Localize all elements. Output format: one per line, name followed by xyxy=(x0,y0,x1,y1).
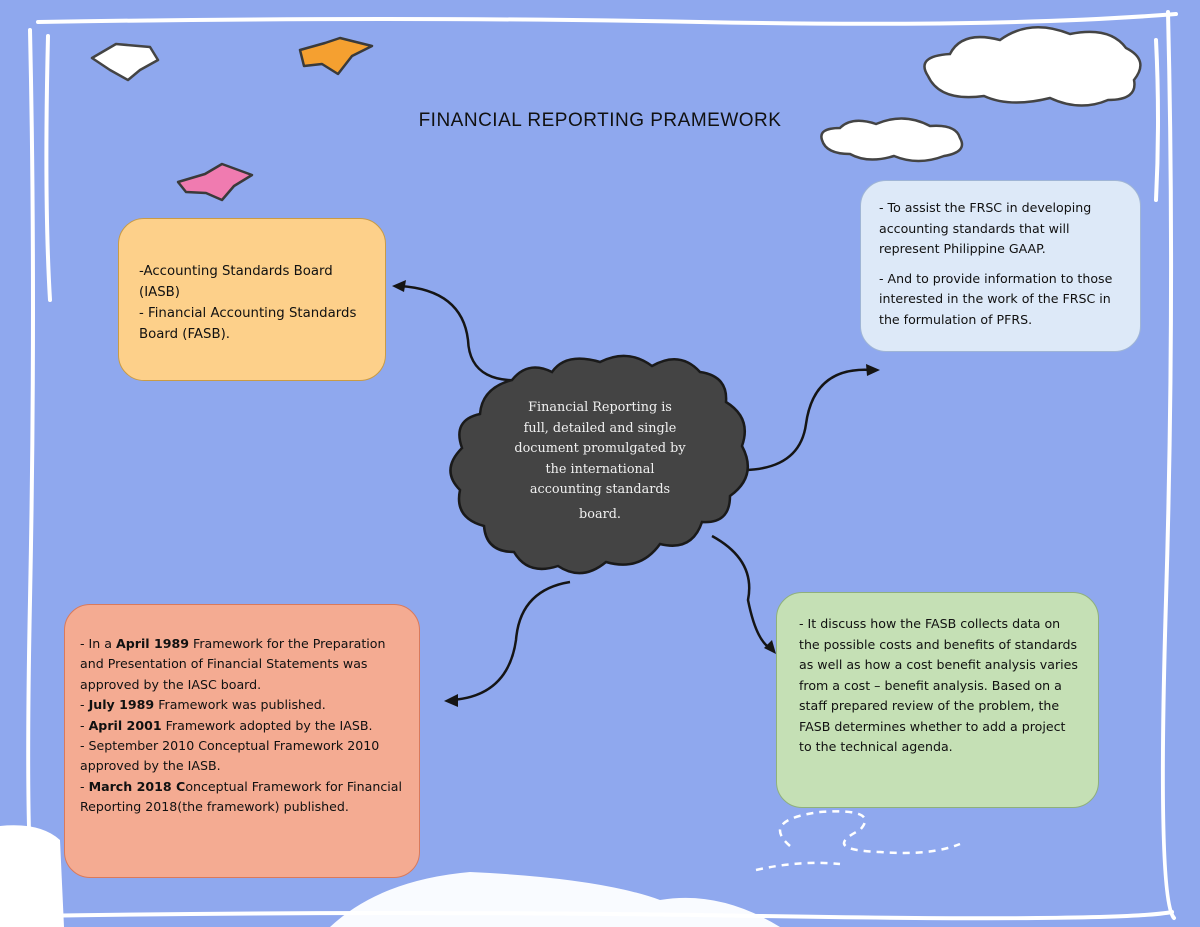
purpose-paragraph: - And to provide information to those in… xyxy=(879,270,1113,327)
history-date: March 2018 C xyxy=(88,778,186,794)
center-line: the international xyxy=(545,461,655,477)
pink-star-icon xyxy=(176,162,254,202)
center-line: document promulgated by xyxy=(514,441,686,456)
sky-cloud-small xyxy=(820,117,964,163)
ground-cloud xyxy=(0,825,64,927)
white-star-icon xyxy=(90,42,160,82)
fasb-process-box: - It discuss how the FASB collects data … xyxy=(776,592,1099,808)
history-text: Framework for the Preparation and Presen… xyxy=(80,636,386,692)
history-date: April 2001 xyxy=(88,717,162,733)
page-title: FINANCIAL REPORTING PRAMEWORK xyxy=(418,110,782,131)
purpose-paragraph: - To assist the FRSC in developing accou… xyxy=(879,200,1092,256)
arrow-to-bottom-left xyxy=(451,580,571,702)
iasb-text: -Accounting Standards Board (IASB) xyxy=(139,264,333,300)
arrow-to-bottom-right xyxy=(711,534,771,650)
fasb-text: - Financial Accounting Standards Board (… xyxy=(139,306,357,342)
history-item: - In a April 1989 Framework for the Prep… xyxy=(80,634,405,695)
history-item: - April 2001 Framework adopted by the IA… xyxy=(80,716,405,736)
arrowheads xyxy=(392,280,880,707)
orange-star-icon xyxy=(298,36,374,76)
standards-boards-box: -Accounting Standards Board (IASB) - Fin… xyxy=(118,218,386,381)
history-text: onceptual Framework for Financial Report… xyxy=(80,778,402,815)
history-item: - July 1989 Framework was published. xyxy=(80,695,405,715)
history-text: - In a xyxy=(80,636,116,651)
history-text: - xyxy=(80,778,89,794)
frsc-purpose-box: - To assist the FRSC in developing accou… xyxy=(860,180,1141,352)
sky-cloud-large xyxy=(923,26,1142,107)
center-cloud-text: Financial Reporting is full, detailed an… xyxy=(500,398,700,525)
history-text: - September 2010 Conceptual Framework 20… xyxy=(80,738,380,774)
history-item: - September 2010 Conceptual Framework 20… xyxy=(80,736,405,777)
arrow-to-top-left xyxy=(399,284,541,382)
arrow-to-top-right xyxy=(745,368,873,472)
history-text: Framework adopted by the IASB. xyxy=(161,717,373,733)
center-line: board. xyxy=(579,506,621,522)
history-date: July 1989 xyxy=(88,697,155,713)
history-date: April 1989 xyxy=(115,636,190,651)
history-text: - xyxy=(80,717,89,733)
history-item: - March 2018 Conceptual Framework for Fi… xyxy=(80,777,405,818)
ground-cloud-band xyxy=(330,872,780,927)
history-text: - xyxy=(80,697,89,713)
center-line: full, detailed and single xyxy=(523,420,677,436)
history-text: Framework was published. xyxy=(154,697,326,713)
framework-history-box: - In a April 1989 Framework for the Prep… xyxy=(64,604,420,878)
connector-arrows xyxy=(399,284,873,702)
dashed-swirl xyxy=(755,810,961,872)
process-paragraph: - It discuss how the FASB collects data … xyxy=(799,616,1078,754)
center-line: Financial Reporting is xyxy=(528,400,672,415)
center-cloud xyxy=(449,354,750,575)
sketch-border xyxy=(26,10,1178,921)
center-line: accounting standards xyxy=(529,482,671,497)
